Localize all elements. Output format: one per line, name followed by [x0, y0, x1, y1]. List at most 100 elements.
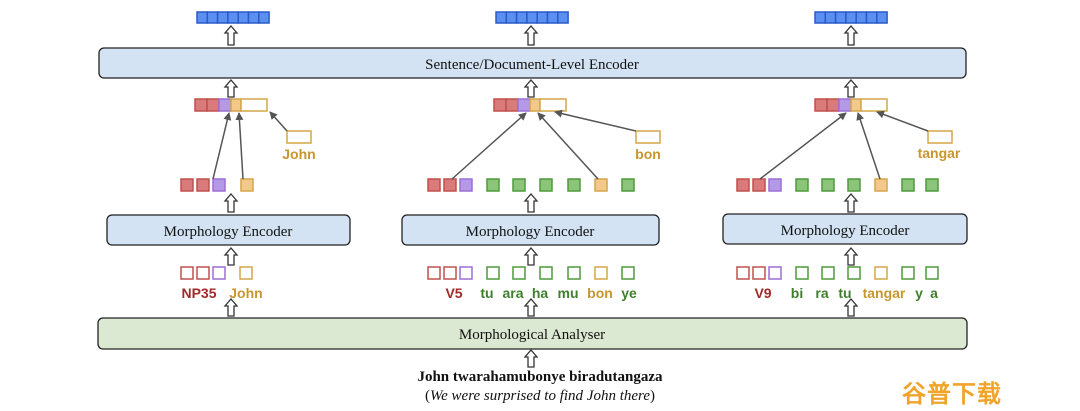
tag-label: V5 [445, 285, 462, 301]
morpheme-input-cell [459, 266, 473, 280]
morpheme-input-cell [443, 266, 457, 280]
stem-word-embedding-cell [927, 130, 953, 144]
tag-label: y [915, 285, 923, 301]
combined-vector-word-cell [539, 98, 567, 112]
output-vector-cell [824, 11, 837, 24]
combined-vector-stem-cell [529, 98, 541, 112]
morph-output-cell [512, 178, 526, 192]
translation-text: We were surprised to find John there [430, 388, 650, 404]
tag-label: ye [621, 285, 637, 301]
output-vector-cell [814, 11, 827, 24]
stem-word-label-2: bon [635, 146, 661, 162]
output-vector-cell [855, 11, 868, 24]
example-translation: (We were surprised to find John there) [0, 388, 1080, 405]
morph-output-cell [901, 178, 915, 192]
connection-arrow [451, 112, 527, 180]
combined-vector-stem-cell [850, 98, 862, 112]
output-vector-cell [495, 11, 508, 24]
tag-label: ara [502, 285, 523, 301]
morphology-encoder-box-1 [106, 214, 351, 246]
morph-output-cell [736, 178, 750, 192]
sentence-encoder-box [98, 47, 967, 79]
up-arrow-icon [843, 298, 859, 317]
translation-open-paren: ( [425, 388, 430, 404]
combined-vector-root-cell [493, 98, 507, 112]
morph-output-cell [594, 178, 608, 192]
output-vector-cell [227, 11, 239, 24]
morpheme-input-cell [427, 266, 441, 280]
morph-output-cell [427, 178, 441, 192]
morphology-encoder-label-2: Morphology Encoder [466, 224, 595, 240]
morpheme-input-cell [621, 266, 635, 280]
morph-output-cell [459, 178, 473, 192]
diagram-shapes [180, 11, 953, 368]
morpheme-input-cell [752, 266, 766, 280]
morph-output-cell [486, 178, 500, 192]
combined-vector-root-cell [206, 98, 220, 112]
morph-output-cell [621, 178, 635, 192]
morph-output-cell [925, 178, 939, 192]
combined-vector-word-cell [860, 98, 888, 112]
morph-output-cell [874, 178, 888, 192]
morpheme-input-cell [486, 266, 500, 280]
output-vector-cell [876, 11, 888, 24]
output-vector-cell [196, 11, 209, 24]
morph-output-cell [821, 178, 835, 192]
morpheme-input-cell [180, 266, 194, 280]
output-vector-cell [206, 11, 219, 24]
morpheme-input-cell [594, 266, 608, 280]
tag-label: ra [815, 285, 828, 301]
output-vector-cell [515, 11, 528, 24]
combined-vector-root-cell [826, 98, 840, 112]
up-arrow-icon [223, 298, 239, 317]
tag-label: tu [480, 285, 493, 301]
up-arrow-icon [523, 349, 539, 368]
up-arrow-icon [843, 247, 859, 266]
up-arrow-icon [523, 193, 539, 213]
stem-word-label-3: tangar [918, 145, 961, 161]
morpheme-input-cell [512, 266, 526, 280]
combined-vector-root-cell [505, 98, 519, 112]
tag-label: ha [532, 285, 549, 301]
combined-vector-affix-cell [517, 98, 531, 112]
up-arrow-icon [523, 247, 539, 266]
output-vector-cell [258, 11, 270, 24]
connection-arrow [856, 112, 881, 180]
output-vector-cell [865, 11, 878, 24]
combined-vector-root-cell [814, 98, 828, 112]
example-sentence: John twarahamubonye biradutangaza [417, 369, 663, 385]
tag-label: V9 [754, 285, 771, 301]
morph-output-cell [795, 178, 809, 192]
morph-output-cell [240, 178, 254, 192]
combined-vector-word-cell [240, 98, 268, 112]
stem-word-embedding-cell [286, 130, 312, 144]
up-arrow-icon [523, 25, 539, 46]
morpheme-input-cell [212, 266, 226, 280]
up-arrow-icon [223, 193, 239, 213]
stem-word-label-1: John [282, 146, 315, 162]
up-arrow-icon [223, 247, 239, 266]
morpheme-input-cell [539, 266, 553, 280]
morph-output-cell [752, 178, 766, 192]
morpheme-input-cell [239, 266, 253, 280]
morph-output-cell [847, 178, 861, 192]
output-vector-cell [557, 11, 569, 24]
morphology-encoder-label-1: Morphology Encoder [164, 224, 293, 240]
morphology-encoder-box-2 [401, 214, 660, 246]
up-arrow-icon [843, 79, 859, 98]
morphology-encoder-box-3 [722, 213, 968, 245]
output-vector-cell [845, 11, 857, 24]
up-arrow-icon [223, 79, 239, 98]
morpheme-input-cell [736, 266, 750, 280]
morpheme-input-cell [821, 266, 835, 280]
tag-label: a [930, 285, 938, 301]
combined-vector-stem-cell [230, 98, 242, 112]
connection-arrow [269, 111, 288, 132]
morpheme-input-cell [901, 266, 915, 280]
morphological-analyser-box [97, 317, 968, 350]
output-vector-cell [546, 11, 559, 24]
morpheme-input-cell [196, 266, 210, 280]
morphology-encoder-label-3: Morphology Encoder [781, 223, 910, 239]
connection-arrow [235, 112, 244, 180]
